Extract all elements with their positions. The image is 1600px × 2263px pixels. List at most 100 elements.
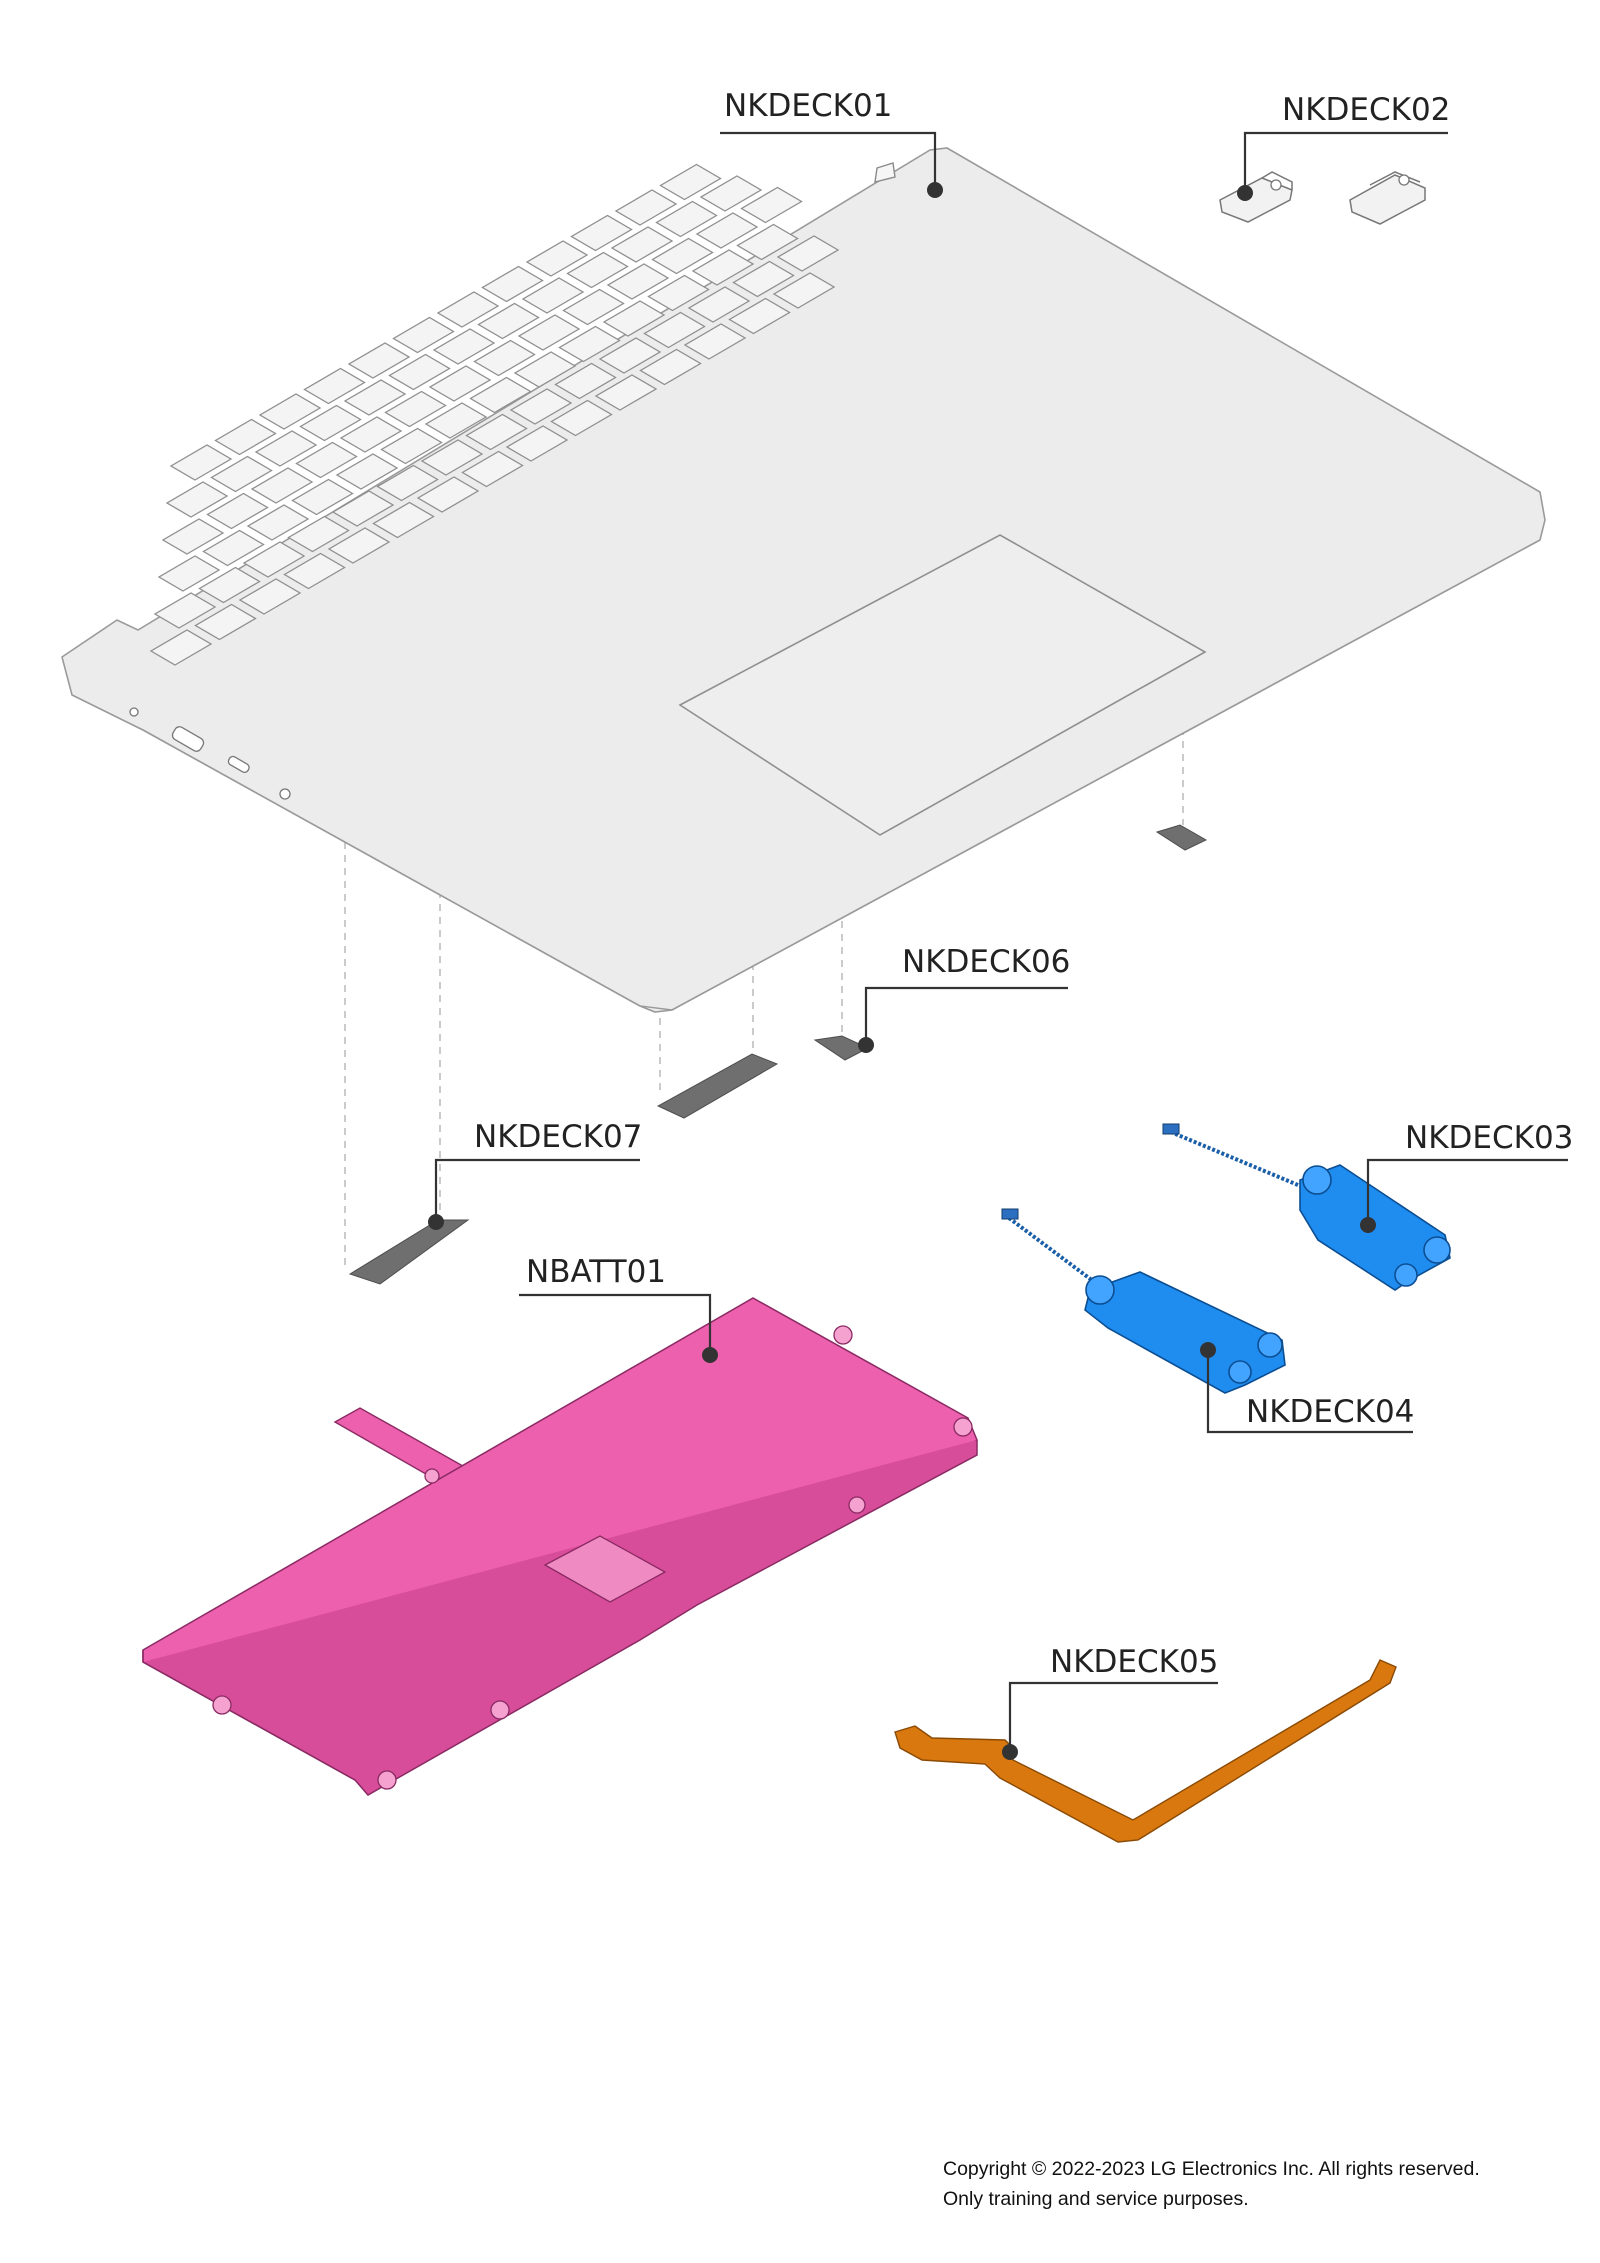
keyboard-key [291, 478, 354, 516]
leader-lines [428, 131, 1568, 1760]
label-nkdeck05: NKDECK05 [1050, 1644, 1218, 1680]
keyboard-key [327, 527, 391, 564]
tape-center [656, 1053, 779, 1119]
keyboard-key [238, 578, 302, 615]
keyboard-key [481, 265, 544, 303]
keyboard-key [198, 566, 261, 604]
keyboard-key [740, 186, 803, 224]
keyboard-key [695, 212, 759, 249]
tape-left [348, 1219, 470, 1285]
callout-labels: NKDECK01 NKDECK02 NKDECK03 NKDECK04 NKDE… [474, 88, 1573, 1680]
hinge-cover-right [1349, 171, 1426, 225]
keyboard-key [153, 592, 217, 629]
label-nkdeck03: NKDECK03 [1405, 1120, 1573, 1156]
keyboard-key [525, 240, 589, 277]
keyboard-key [465, 413, 528, 451]
keyboard-key [566, 251, 629, 289]
keyboard-key [347, 342, 411, 379]
side-ports [129, 707, 291, 800]
label-nkdeck06: NKDECK06 [902, 944, 1070, 980]
keyboard-key [732, 260, 795, 298]
keyboard-key [380, 427, 443, 465]
keyboard-key [250, 467, 314, 504]
keyboard-key [335, 453, 399, 490]
keyboard-keys [149, 163, 840, 666]
keyboard-key [683, 323, 747, 360]
keyboard-key [651, 237, 714, 275]
keyboard-key [376, 464, 439, 502]
copyright-line-1: Copyright © 2022-2023 LG Electronics Inc… [943, 2158, 1480, 2180]
keyboard-key [699, 175, 763, 212]
label-nkdeck04: NKDECK04 [1246, 1394, 1414, 1430]
keyboard-key [521, 277, 585, 314]
keyboard-key [303, 367, 366, 405]
top-deck-part [61, 147, 1546, 1013]
keyboard-key [687, 286, 751, 323]
keyboard-key [505, 425, 569, 462]
label-nbatt01: NBATT01 [526, 1254, 666, 1290]
keyboard-key [558, 325, 621, 363]
keyboard-key [570, 214, 633, 252]
hinge-cover-parts [1219, 171, 1426, 225]
keyboard-key [424, 402, 488, 439]
keyboard-key [477, 302, 540, 340]
keyboard-key [420, 439, 484, 476]
battery-part [142, 1297, 978, 1796]
keyboard-key [254, 430, 318, 467]
keyboard-key [161, 518, 225, 555]
keyboard-key [655, 200, 718, 238]
keyboard-key [469, 376, 532, 414]
keyboard-key [659, 163, 722, 201]
keyboard-key [331, 490, 395, 527]
keyboard-key [509, 388, 573, 425]
keyboard-key [372, 501, 435, 539]
keyboard-key [461, 450, 524, 488]
keyboard-key [436, 291, 500, 328]
keyboard-key [388, 353, 451, 391]
keyboard-key [691, 249, 755, 286]
top-deck-edge [71, 539, 1541, 1011]
copyright-line-2: Only training and service purposes. [943, 2188, 1249, 2210]
keyboard-key [554, 362, 617, 400]
battery-label-window [543, 1535, 667, 1603]
keyboard-key [606, 263, 670, 300]
adhesive-tapes [348, 824, 1208, 1285]
keyboard-key [550, 399, 613, 437]
keyboard-key [736, 223, 799, 261]
touchpad [678, 534, 1207, 836]
keyboard-key [214, 418, 277, 456]
keyboard-key [149, 629, 213, 666]
keyboard-key [202, 529, 265, 567]
keyboard-key [473, 339, 536, 377]
keyboard-key [165, 481, 229, 518]
keyboard-key [416, 476, 480, 513]
label-nkdeck07: NKDECK07 [474, 1119, 642, 1155]
keyboard-key [210, 455, 273, 493]
keyboard-key [639, 348, 702, 386]
keyboard-key [772, 272, 836, 309]
keyboard-key [384, 390, 447, 428]
keyboard-key [343, 379, 407, 416]
keyboard-key [598, 337, 662, 374]
keyboard-key [157, 555, 221, 592]
keyboard-key [594, 374, 658, 411]
label-nkdeck02: NKDECK02 [1282, 92, 1450, 128]
label-nkdeck01: NKDECK01 [724, 88, 892, 124]
keyboard-key [517, 314, 581, 351]
keyboard-key [169, 444, 233, 481]
keyboard-key [432, 328, 496, 365]
keyboard-key [206, 492, 269, 530]
hinge-cover-left [1219, 171, 1293, 223]
fpc-cable-part [894, 1659, 1397, 1843]
keyboard-key [610, 226, 674, 263]
keyboard-key [295, 441, 358, 479]
keyboard-key [562, 288, 625, 326]
hinge-notch [874, 162, 896, 183]
keyboard-key [728, 297, 791, 335]
keyboard-key [428, 365, 492, 402]
keyboard-key [643, 311, 706, 349]
keyboard-key [647, 274, 710, 312]
keyboard-key [287, 515, 350, 553]
tape-touchpad [1155, 824, 1208, 851]
